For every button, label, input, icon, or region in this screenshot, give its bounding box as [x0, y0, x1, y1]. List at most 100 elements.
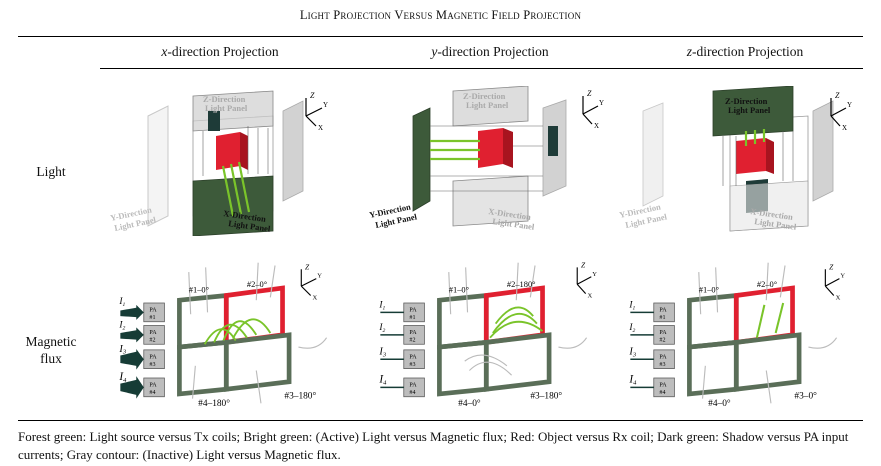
- shadow: [548, 126, 558, 156]
- shadow: [208, 111, 220, 131]
- current-label: I2: [628, 323, 635, 334]
- y-light-panel: [147, 105, 169, 227]
- light-z-scene: Z Y X Z-Direction Light Panel Y-Directio…: [618, 86, 852, 232]
- table-title: Light Projection Versus Magnetic Field P…: [299, 8, 582, 22]
- pa-label: PA: [409, 382, 417, 388]
- current-arrow: [120, 304, 144, 320]
- axes-icon: [300, 269, 317, 296]
- z-panel-label-line2: Light Panel: [466, 100, 509, 110]
- column-header-rule: [100, 68, 863, 69]
- axis-z-label: Z: [587, 89, 592, 98]
- pa-label: PA: [409, 354, 417, 360]
- ray-grid: [430, 125, 543, 192]
- coil-4: [437, 339, 489, 397]
- current-label: I4: [378, 374, 387, 387]
- table-caption: Forest green: Light source versus Tx coi…: [18, 429, 849, 462]
- axis-y-label: Y: [599, 99, 604, 107]
- pa-number: #4: [409, 390, 415, 396]
- z-panel-label-line2: Light Panel: [205, 103, 248, 113]
- axis-y-label: Y: [317, 273, 322, 280]
- coil-1: [177, 292, 229, 350]
- inactive-flux: [698, 262, 838, 404]
- axes-icon: [830, 98, 847, 127]
- pa-label: PA: [659, 354, 667, 360]
- pa-label: PA: [409, 307, 417, 313]
- flux-y-projection: PA #1 PA #2 PA #3 PA #4 I1 I2 I3 I4 #1–0…: [368, 258, 613, 408]
- pa-number: #1: [409, 315, 415, 321]
- x-light-panel-forest-green: [192, 175, 274, 236]
- pa-stack: [120, 302, 165, 399]
- active-flux: [489, 306, 544, 339]
- pa-number: #3: [149, 362, 155, 368]
- row-label-line1: Magnetic: [25, 334, 77, 349]
- active-flux: [755, 302, 785, 338]
- top-rule: [18, 36, 863, 37]
- current-label: I4: [628, 374, 637, 387]
- y-light-panel-forest-green: [412, 107, 431, 212]
- y-light-panel: [642, 102, 664, 207]
- axis-x-label: X: [318, 124, 323, 132]
- row-label-line2: flux: [40, 351, 62, 366]
- coil-2-label: #2–0°: [757, 279, 777, 289]
- axis-x-label: X: [594, 122, 599, 130]
- pa-label: PA: [149, 330, 157, 336]
- z-light-panel: [452, 86, 529, 127]
- coil-4: [687, 339, 739, 397]
- pa-label: PA: [659, 382, 667, 388]
- side-light-panel: [812, 100, 834, 202]
- coil-1-label: #1–0°: [449, 285, 469, 295]
- flux-x-scene: PA #1 PA #2 PA #3 PA #4 I1 I2 I3 I4 #1–0…: [118, 262, 328, 408]
- axes-icon: [582, 96, 599, 125]
- coil-3: [223, 332, 292, 392]
- coil-1: [437, 292, 489, 350]
- current-label: I1: [628, 301, 635, 312]
- axis-x-label: X: [836, 294, 841, 301]
- red-object-side: [503, 128, 513, 168]
- coil-1-label: #1–0°: [189, 285, 209, 295]
- light-z-projection: Z Y X Z-Direction Light Panel Y-Directio…: [618, 86, 863, 236]
- z-panel-label-line2: Light Panel: [728, 105, 771, 115]
- inactive-flux: [188, 262, 328, 404]
- coil-3-label: #3–180°: [284, 391, 316, 402]
- axis-z-label: Z: [310, 91, 315, 100]
- pa-label: PA: [659, 330, 667, 336]
- axis-y-label: Y: [323, 101, 328, 109]
- x-light-panel: [729, 180, 809, 232]
- axis-z-label: Z: [835, 91, 840, 100]
- z-panel-label-line1: Z-Direction: [463, 91, 506, 101]
- z-panel-label-line1: Z-Direction: [203, 94, 246, 104]
- red-object-side: [766, 138, 774, 174]
- red-object: [736, 138, 766, 174]
- pa-number: #3: [409, 362, 415, 368]
- current-label: I3: [118, 344, 126, 356]
- light-ray: [229, 163, 243, 215]
- light-x-projection: Z Y X Z-Direction Light Panel Y-Directio…: [108, 86, 353, 236]
- coil-3: [733, 332, 802, 392]
- pa-number: #1: [659, 315, 665, 321]
- inactive-flux: [448, 262, 588, 376]
- current-arrow: [120, 348, 144, 370]
- axes-icon: [576, 267, 592, 295]
- flux-z-projection: PA #1 PA #2 PA #3 PA #4 I1 I2 I3 I4 #1–0…: [618, 258, 863, 408]
- red-object-side: [240, 132, 248, 170]
- pa-number: #1: [149, 315, 155, 321]
- pa-label: PA: [149, 382, 157, 388]
- axis-y-label: Y: [592, 271, 597, 278]
- light-y-scene: Z Y X Z-Direction Light Panel Y-Directio…: [368, 86, 604, 232]
- axes-icon: [305, 98, 323, 127]
- axis-x-label: X: [588, 292, 593, 299]
- pa-label: PA: [659, 307, 667, 313]
- flux-y-scene: PA #1 PA #2 PA #3 PA #4 I1 I2 I3 I4 #1–0…: [378, 260, 597, 408]
- coil-3: [483, 332, 552, 392]
- current-label: I2: [378, 323, 385, 334]
- pa-number: #4: [149, 390, 155, 396]
- pa-number: #4: [659, 390, 665, 396]
- active-flux: [203, 318, 272, 345]
- light-y-projection: Z Y X Z-Direction Light Panel Y-Directio…: [368, 86, 613, 236]
- coil-4-label: #4–180°: [198, 398, 230, 408]
- current-label: I1: [118, 297, 125, 308]
- row-label-light: Light: [36, 164, 66, 179]
- side-light-panel: [282, 100, 304, 202]
- axis-x-label: X: [313, 294, 318, 301]
- flux-z-scene: PA #1 PA #2 PA #3 PA #4 I1 I2 I3 I4 #1–0…: [628, 262, 845, 408]
